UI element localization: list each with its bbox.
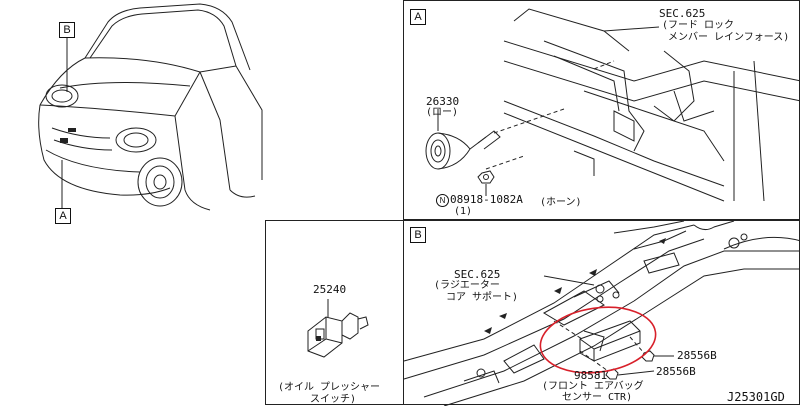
highlight-circle	[539, 306, 657, 374]
horn-sec-ref: SEC.625	[659, 7, 706, 20]
switch-panel: 25240 (オイル プレッシャー スイッチ)	[265, 220, 404, 405]
nut-part-number: 08918-1082A	[450, 193, 523, 206]
callout-b-car: B	[59, 22, 75, 38]
horn-illustration	[425, 8, 800, 202]
sensor-caption-1: (フロント エアバッグ	[542, 381, 644, 392]
sensor-sec-ref: SEC.625	[454, 268, 501, 281]
horn-panel: A	[403, 0, 800, 220]
bolt-part-number-1: 28556B	[677, 349, 717, 362]
horn-caption: (ホーン)	[540, 197, 582, 208]
sensor-panel: B	[403, 220, 800, 406]
bolt-part-number-2: 28556B	[656, 365, 696, 378]
horn-part-sub: (ロー)	[426, 107, 459, 118]
oil-switch-caption-2: スイッチ)	[310, 394, 357, 405]
sensor-sec-sub1: (ラジエーター	[434, 280, 500, 291]
sensor-sec-sub2: コア サポート)	[446, 292, 519, 303]
oil-switch-illustration	[307, 299, 369, 358]
oil-switch-caption-1: (オイル プレッシャー	[278, 382, 381, 393]
car-panel: B A	[0, 0, 263, 260]
nut-marker-icon: N	[436, 194, 449, 207]
sensor-panel-tag: B	[410, 227, 426, 243]
sensor-caption-2: センサー CTR)	[562, 392, 633, 403]
car-illustration	[38, 3, 263, 211]
horn-panel-tag: A	[410, 9, 426, 25]
horn-sec-sub1: (フード ロック	[662, 20, 735, 31]
sensor-part-number: 98581	[574, 369, 608, 382]
horn-sec-sub2: メンバー レインフォース)	[668, 32, 790, 43]
callout-a-car: A	[55, 208, 71, 224]
nut-quantity: (1)	[454, 206, 473, 217]
radiator-core-support-illustration	[403, 220, 800, 406]
horn-part-number: 26330	[426, 95, 460, 108]
diagram-id: J25301GD	[727, 390, 785, 404]
oil-switch-part-number: 25240	[313, 283, 347, 296]
